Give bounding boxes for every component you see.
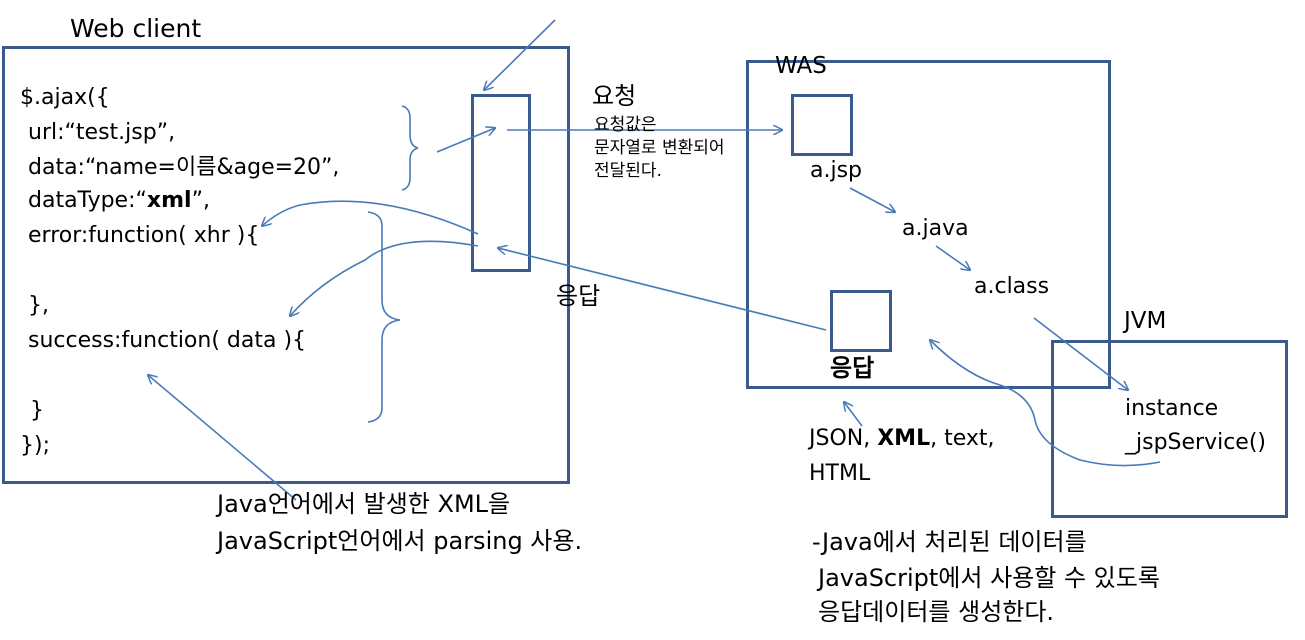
code-line-end: }); (20, 433, 50, 458)
note-left-2: JavaScript언어에서 parsing 사용. (217, 527, 583, 555)
instance-label: instance (1125, 396, 1219, 421)
jsp-label: a.jsp (810, 158, 863, 183)
was-box (746, 60, 1111, 389)
jsp-request-box (791, 94, 853, 156)
java-label: a.java (902, 216, 969, 241)
arrow-class-to-instance (1033, 317, 1128, 390)
code-line-success: success:function( data ){ (28, 328, 307, 353)
request-title: 요청 (592, 82, 637, 110)
code-line-datatype: dataType:“xml”, (28, 188, 210, 213)
note-right-3: 응답데이터를 생성한다. (818, 598, 1055, 626)
was-title: WAS (775, 53, 827, 79)
note-right-1: -Java에서 처리된 데이터를 (812, 528, 1087, 556)
note-right-2: JavaScript에서 사용할 수 있도록 (818, 564, 1160, 592)
bracket-request (401, 105, 419, 191)
arrow-into-buffer (484, 19, 556, 90)
code-line-error-close: }, (28, 293, 49, 318)
web-client-title: Web client (70, 14, 202, 43)
jvm-title: JVM (1124, 308, 1167, 334)
arrow-to-success (290, 240, 479, 316)
class-label: a.class (974, 274, 1050, 299)
bracket-callbacks (367, 211, 401, 423)
request-desc-2: 문자열로 변환되어 (594, 138, 725, 158)
formats-line-1: JSON, XML, text, (809, 426, 995, 451)
arrow-note-to-success (148, 375, 297, 501)
arrow-java-to-class (935, 245, 970, 270)
arrow-to-error (262, 200, 479, 235)
response-label: 응답 (556, 282, 601, 310)
arrow-response (498, 248, 827, 331)
code-line-data: data:“name=이름&age=20”, (28, 155, 340, 180)
arrow-formats-to-response (844, 402, 863, 427)
code-line-url: url:“test.jsp”, (28, 120, 176, 145)
code-line-ajax: $.ajax({ (20, 85, 110, 110)
code-line-error: error:function( xhr ){ (28, 223, 260, 248)
note-left-1: Java언어에서 발생한 XML을 (217, 490, 511, 518)
jvm-box (1051, 340, 1288, 518)
arrow-service-to-response (930, 340, 1161, 467)
code-line-success-close: } (30, 398, 44, 423)
jspservice-label: _jspService() (1125, 430, 1267, 455)
arrow-data-to-buffer (436, 128, 495, 153)
formats-xml: XML (877, 426, 931, 451)
was-response-label: 응답 (830, 354, 875, 382)
response-box (830, 290, 892, 352)
request-desc-1: 요청값은 (594, 115, 657, 135)
datatype-xml: xml (146, 188, 192, 213)
request-desc-3: 전달된다. (594, 161, 662, 181)
arrow-jsp-to-java (849, 187, 895, 212)
formats-line-2: HTML (809, 461, 871, 486)
ajax-buffer-box (471, 94, 531, 272)
